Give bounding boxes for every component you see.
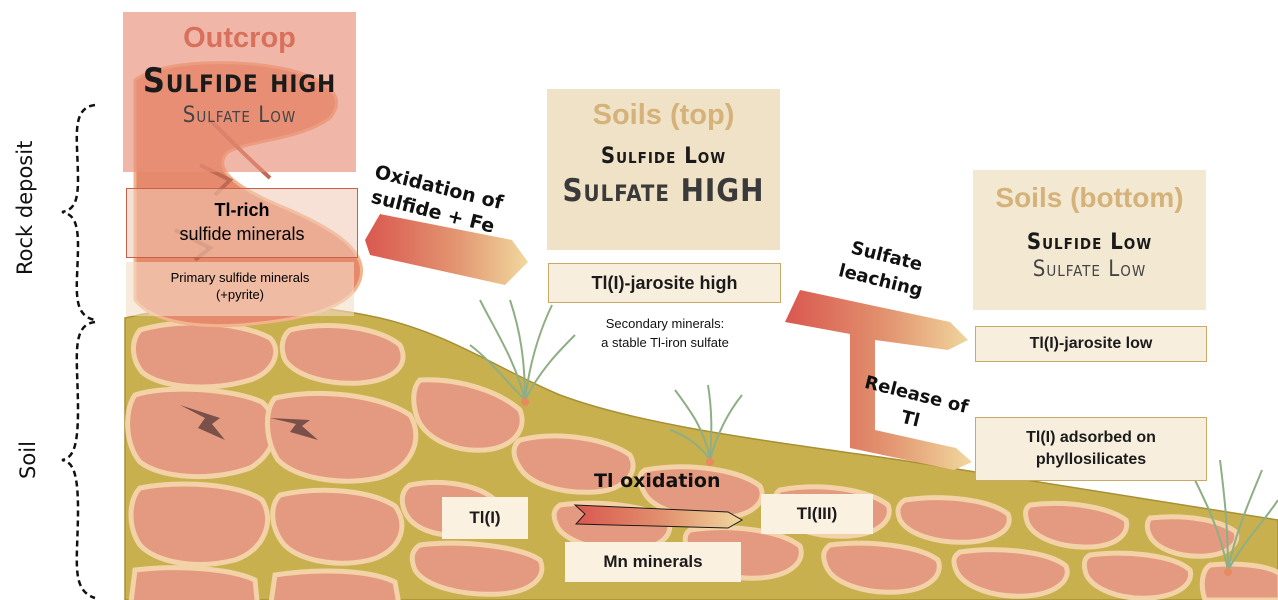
rock-deposit-label: Rock deposit <box>13 145 37 275</box>
tl1-box: Tl(I) <box>442 497 528 539</box>
jarosite-high-box: Tl(I)-jarosite high <box>548 263 781 303</box>
outcrop-title: Outcrop <box>123 22 356 55</box>
soils-top-title: Soils (top) <box>547 99 780 132</box>
soils-bottom-box: Soils (bottom) Sulfide Low Sulfate Low <box>973 170 1206 310</box>
soils-top-sulfide: Sulfide Low <box>547 144 780 169</box>
soils-top-box: Soils (top) Sulfide Low Sulfate HIGH <box>547 89 780 250</box>
soils-bottom-sulfide: Sulfide Low <box>973 230 1206 255</box>
soils-bottom-title: Soils (bottom) <box>973 182 1206 214</box>
soil-label: Soil <box>16 430 40 490</box>
tl-adsorbed-line2: phyllosilicates <box>1036 451 1146 469</box>
tl-rich-line1: Tl-rich <box>127 200 357 221</box>
tl-rich-box: Tl-rich sulfide minerals <box>126 188 358 258</box>
secondary-line2: a stable Tl-iron sulfate <box>560 335 770 350</box>
primary-minerals-box: Primary sulfide minerals (+pyrite) <box>126 262 354 316</box>
tl3-box: Tl(III) <box>761 494 873 534</box>
secondary-minerals-text: Secondary minerals: a stable Tl-iron sul… <box>560 316 770 350</box>
soil-brace <box>62 322 95 598</box>
soils-bottom-sulfate: Sulfate Low <box>973 257 1206 282</box>
soils-top-sulfate: Sulfate HIGH <box>547 173 780 209</box>
outcrop-sulfate: Sulfate Low <box>123 103 356 128</box>
primary-line2: (+pyrite) <box>126 287 354 302</box>
jarosite-low-box: Tl(I)-jarosite low <box>975 326 1207 362</box>
tl-rich-line2: sulfide minerals <box>127 224 357 245</box>
tl-adsorbed-box: Tl(I) adsorbed on phyllosilicates <box>975 417 1207 481</box>
tl-adsorbed-line1: Tl(I) adsorbed on <box>1026 429 1156 447</box>
mn-minerals-box: Mn minerals <box>565 542 741 582</box>
secondary-line1: Secondary minerals: <box>560 316 770 331</box>
outcrop-sulfide: Sulfide high <box>123 61 356 101</box>
outcrop-box: Outcrop Sulfide high Sulfate Low <box>123 12 356 172</box>
primary-line1: Primary sulfide minerals <box>126 270 354 285</box>
rock-deposit-brace <box>62 105 95 320</box>
tl-oxidation-label: Tl oxidation <box>594 470 721 492</box>
